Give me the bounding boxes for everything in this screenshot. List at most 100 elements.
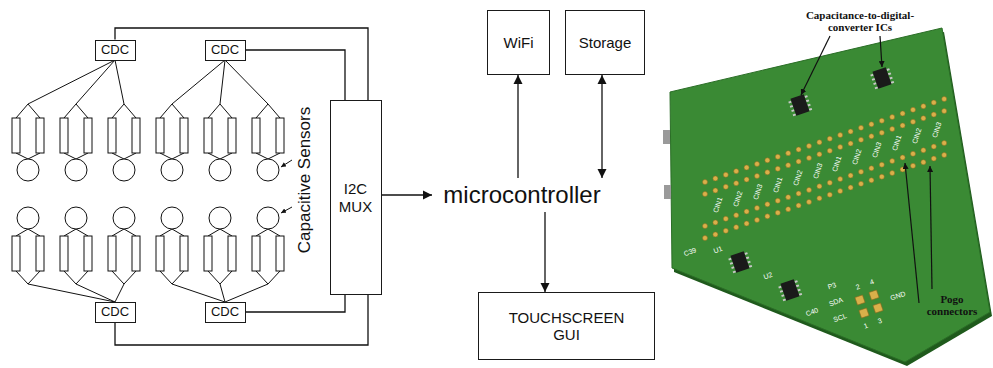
sensor-electrode [228,118,236,153]
sensor-electrode [156,236,164,271]
silkscreen-text: CIN1 [712,197,724,215]
pogo-pad [900,155,905,160]
ic-pin [728,258,731,261]
ic-pin [891,81,894,84]
sensor-wire [76,153,88,159]
sensor-wire [112,229,124,236]
sensor-electrode [84,236,92,271]
pogo-pad [817,140,822,145]
pogo-pad [869,122,874,127]
ic-pin [870,74,873,77]
sensor-electrode [108,236,116,271]
capacitive-sensor [65,207,87,229]
ic-body [790,94,809,116]
ic-pin [875,86,878,89]
sensor-electrode [276,236,284,271]
block-text: microcontroller [443,181,600,209]
capacitive-sensor [65,159,87,181]
callout-label: Capacitance-to-digital- converter ICs [790,9,930,33]
sensor-wire [220,60,225,104]
pogo-pad [879,174,884,179]
sensor-wire [64,229,76,236]
pogo-pad [703,224,708,229]
block-box: CDC [205,40,246,61]
connector [115,28,368,100]
sensor-wire [64,271,76,284]
pogo-pad [879,162,884,167]
sensor-electrode [204,118,212,153]
sensor-wire [220,271,232,284]
pogo-pad [859,181,864,186]
pogo-pad [921,116,926,121]
sensor-wire [16,229,28,236]
pogo-pad [827,180,832,185]
pogo-pad [765,158,770,163]
sensor-electrode [36,118,44,153]
sensor-wire [160,229,172,236]
silkscreen-text: CIN3 [752,183,764,201]
sensor-electrode [12,118,20,153]
sensor-wire [172,104,184,118]
ic-body [872,67,891,89]
sensor-wire [220,229,232,236]
capacitive-sensor [209,207,231,229]
sensor-electrode [156,118,164,153]
cdc-ic [778,278,803,302]
silkscreen-text: 2 [855,283,861,292]
sensor-wire [160,271,172,284]
silkscreen-text: 1 [863,322,869,331]
sensor-wire [112,271,124,284]
sensor-wire [256,104,268,118]
silkscreen-text: CIN2 [851,148,863,166]
leader-arrow [905,163,919,303]
pogo-pad [911,119,916,124]
ic-pin [747,261,750,264]
pogo-pad [755,161,760,166]
pogo-pad [755,205,760,210]
sensor-wire [115,60,124,104]
pogo-pad [775,210,780,215]
sensor-electrode [180,118,188,153]
connector [517,75,518,178]
pogo-pad [765,170,770,175]
pogo-pad [879,130,884,135]
callout-label: Pogo connectors [927,293,978,317]
pcb-render [663,28,992,366]
sensor-wire [160,153,172,159]
block-text-node: microcontroller [432,178,612,212]
pogo-pad [890,127,895,132]
sensor-wire [256,153,268,159]
connector [115,295,368,345]
ic-pin [744,252,747,255]
sensor-wire [124,271,136,284]
sensor-electrode [12,236,20,271]
pogo-pad [817,152,822,157]
sensor-wire [256,229,268,236]
pogo-pad [911,107,916,112]
sensor-wire [268,229,280,236]
sensor-wire [124,153,136,159]
ic-body [780,279,799,301]
silkscreen-text: SCL [832,312,847,324]
pogo-pad [796,203,801,208]
pogo-pad [817,184,822,189]
silkscreen-text: CIN2 [911,128,923,146]
sensor-wire [220,153,232,159]
leader-arrow [930,166,932,289]
pogo-pad [786,207,791,212]
pogo-pad [838,145,843,150]
sensor-electrode [252,118,260,153]
sensor-wire [124,229,136,236]
sensor-wire [16,271,28,284]
pogo-pad [859,137,864,142]
side-connector [663,130,670,144]
cdc-ic [728,250,753,274]
sensor-wire [225,60,268,104]
pogo-pad [744,221,749,226]
silkscreen-text: C39 [683,246,698,257]
sensor-electrode [132,118,140,153]
silkscreen-text: 4 [869,278,875,287]
pogo-pad [713,188,718,193]
pogo-pad [827,148,832,153]
